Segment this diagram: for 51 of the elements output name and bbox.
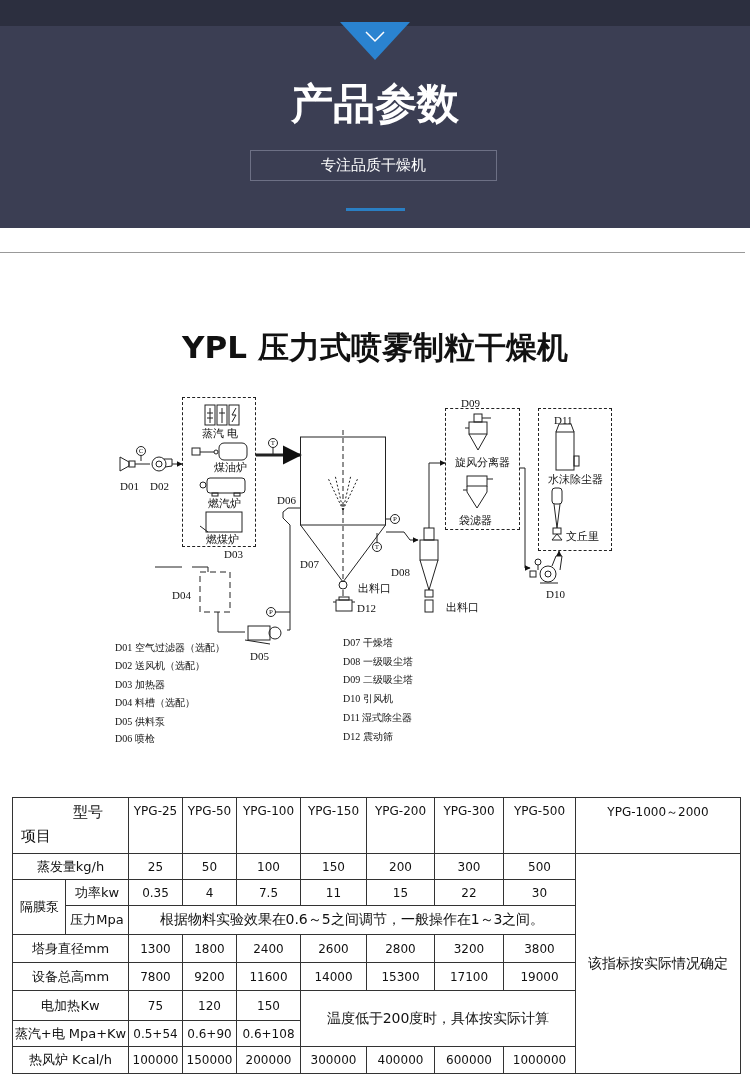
parts-list-item: D03 加热器 [115, 679, 165, 691]
pipe-arrow [385, 531, 419, 543]
heater-label: 燃汽炉 [208, 497, 241, 509]
parts-list-item: D10 引风机 [343, 693, 393, 705]
pipe-arrow [556, 550, 562, 557]
heater-label: 燃煤炉 [206, 533, 239, 545]
equipment-code: D03 [224, 548, 243, 560]
equipment-code: D11 [554, 414, 573, 426]
heater-label: 煤油炉 [214, 461, 247, 473]
pipe-line [342, 589, 344, 597]
pipe-arrow [171, 461, 183, 467]
pipe-arrow [519, 467, 531, 571]
pipe-arrow [428, 460, 446, 529]
header-text: 型号 [73, 804, 103, 821]
subtitle-text: 专注品质干燥机 [321, 157, 426, 174]
heater-label: 蒸汽 电 [202, 427, 238, 439]
equipment-code: D09 [461, 397, 480, 409]
equipment-code: D01 [120, 480, 139, 492]
equipment-code: D02 [150, 480, 169, 492]
parts-list-item: D01 空气过滤器（选配） [115, 642, 225, 654]
equipment-code: D05 [250, 650, 269, 662]
table-cell: YPG-1000～2000 [575, 797, 741, 854]
pipe-line [217, 620, 246, 633]
parts-list-item: D02 送风机（选配） [115, 660, 205, 672]
table-cell: 热风炉 Kcal/h [12, 1046, 129, 1074]
equipment-label: 水沫除尘器 [548, 473, 603, 485]
equipment-code: D04 [172, 589, 191, 601]
pipe-line [282, 507, 301, 631]
parts-list-item: D08 一级吸尘塔 [343, 656, 413, 668]
equipment-code: D07 [300, 558, 319, 570]
parts-list-item: D11 湿式除尘器 [343, 712, 413, 724]
equipment-code: D10 [546, 588, 565, 600]
equipment-code: D08 [391, 566, 410, 578]
parts-list-item: D12 震动筛 [343, 731, 393, 743]
parts-list-item: D06 喷枪 [115, 733, 155, 745]
edge-label: D06 [276, 494, 297, 506]
equipment-code: D12 [357, 602, 376, 614]
parts-list-item: D04 料槽（选配） [115, 697, 195, 709]
parts-list-item: D05 供料泵 [115, 716, 165, 728]
header-text: 项目 [21, 828, 51, 845]
equipment-label: 袋滤器 [459, 514, 492, 526]
parts-list-item: D09 二级吸尘塔 [343, 674, 413, 686]
diagram-title: YPL 压力式喷雾制粒干燥机 [182, 328, 568, 366]
pipe-arrow [256, 445, 302, 465]
equipment-label: 文丘里 [566, 530, 599, 542]
table-cell: 该指标按实际情况确定 [575, 853, 741, 1074]
equipment-label: 旋风分离器 [455, 456, 510, 468]
table-cell: 蒸汽+电 Mpa+Kw [12, 1020, 129, 1047]
pipe-line [145, 463, 151, 465]
parts-list-item: D07 干燥塔 [343, 637, 393, 649]
outlet-label: 出料口 [358, 582, 391, 594]
